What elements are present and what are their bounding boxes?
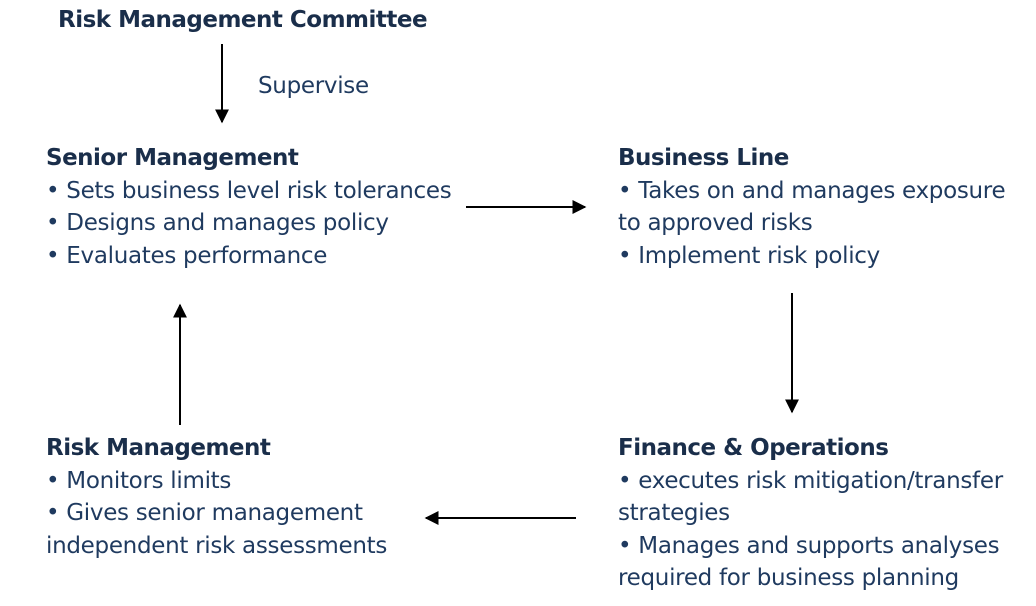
risk-management-bullet: Monitors limits — [46, 465, 426, 498]
business-line-bullet: Takes on and manages exposure to approve… — [618, 175, 1028, 240]
senior-management-bullet-text: Sets business level risk tolerances — [46, 178, 452, 204]
finance-operations-node: Finance & Operations executes risk mitig… — [618, 432, 1028, 595]
risk-management-title: Risk Management — [46, 435, 271, 461]
finance-operations-title: Finance & Operations — [618, 435, 889, 461]
senior-management-bullet: Sets business level risk tolerances — [46, 175, 476, 208]
business-line-bullet-text: Implement risk policy — [618, 243, 880, 269]
business-line-title: Business Line — [618, 145, 789, 171]
senior-management-bullet: Evaluates performance — [46, 240, 476, 273]
risk-management-node: Risk Management Monitors limits Gives se… — [46, 432, 426, 562]
business-line-bullet: Implement risk policy — [618, 240, 1028, 273]
senior-management-node: Senior Management Sets business level ri… — [46, 142, 476, 272]
risk-management-bullet-text: Monitors limits — [46, 468, 231, 494]
supervise-label: Supervise — [258, 73, 369, 99]
finance-operations-bullet: Manages and supports analyses required f… — [618, 530, 1028, 595]
senior-management-bullet-text: Designs and manages policy — [46, 210, 389, 236]
senior-management-bullet: Designs and manages policy — [46, 207, 476, 240]
finance-operations-bullet: executes risk mitigation/transfer strate… — [618, 465, 1028, 530]
senior-management-bullet-text: Evaluates performance — [46, 243, 327, 269]
risk-management-committee-title: Risk Management Committee — [58, 7, 428, 33]
risk-management-bullet: Gives senior management independent risk… — [46, 497, 426, 562]
business-line-node: Business Line Takes on and manages expos… — [618, 142, 1028, 272]
senior-management-title: Senior Management — [46, 145, 299, 171]
finance-operations-bullet-text: Manages and supports analyses required f… — [618, 533, 1000, 592]
